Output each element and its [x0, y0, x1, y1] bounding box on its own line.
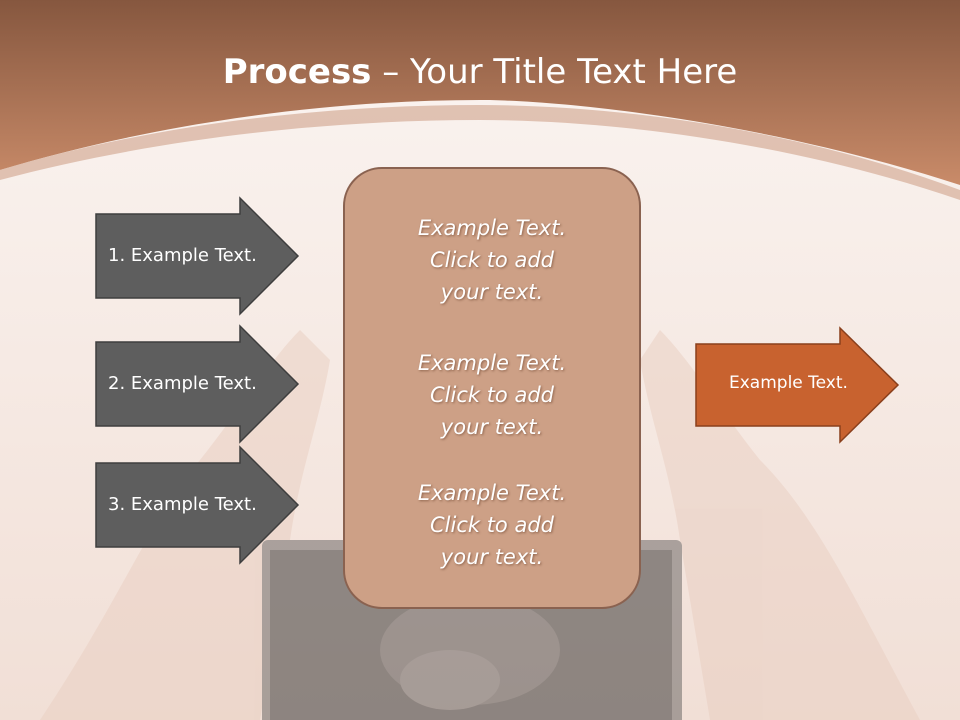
center-text-line: your text. — [440, 415, 544, 439]
left-arrow-2-label: 2. Example Text. — [108, 373, 257, 394]
left-arrow-3[interactable] — [95, 445, 300, 565]
header-swoosh — [0, 105, 960, 200]
center-text-line: Click to add — [429, 248, 554, 272]
slide-title[interactable]: Process – Your Title Text Here — [0, 52, 960, 92]
center-text-block-2[interactable]: Example Text. Click to add your text. — [346, 347, 638, 443]
center-text-block-1[interactable]: Example Text. Click to add your text. — [346, 212, 638, 308]
center-text-line: Example Text. — [417, 216, 567, 240]
left-arrow-1[interactable] — [95, 196, 300, 316]
right-arrow-label: Example Text. — [729, 373, 848, 393]
header-band — [0, 0, 960, 185]
left-arrow-2[interactable] — [95, 324, 300, 444]
center-text-line: Click to add — [429, 513, 554, 537]
left-arrow-1-label: 1. Example Text. — [108, 245, 257, 266]
title-bold: Process — [222, 52, 372, 92]
center-box[interactable] — [343, 167, 641, 609]
center-text-line: your text. — [440, 545, 544, 569]
left-arrow-3-label: 3. Example Text. — [108, 494, 257, 515]
right-arrow[interactable] — [695, 326, 900, 444]
center-text-line: Click to add — [429, 383, 554, 407]
center-text-line: Example Text. — [417, 351, 567, 375]
title-rest: – Your Title Text Here — [371, 52, 738, 92]
center-text-line: Example Text. — [417, 481, 567, 505]
center-text-line: your text. — [440, 280, 544, 304]
center-text-block-3[interactable]: Example Text. Click to add your text. — [346, 477, 638, 573]
